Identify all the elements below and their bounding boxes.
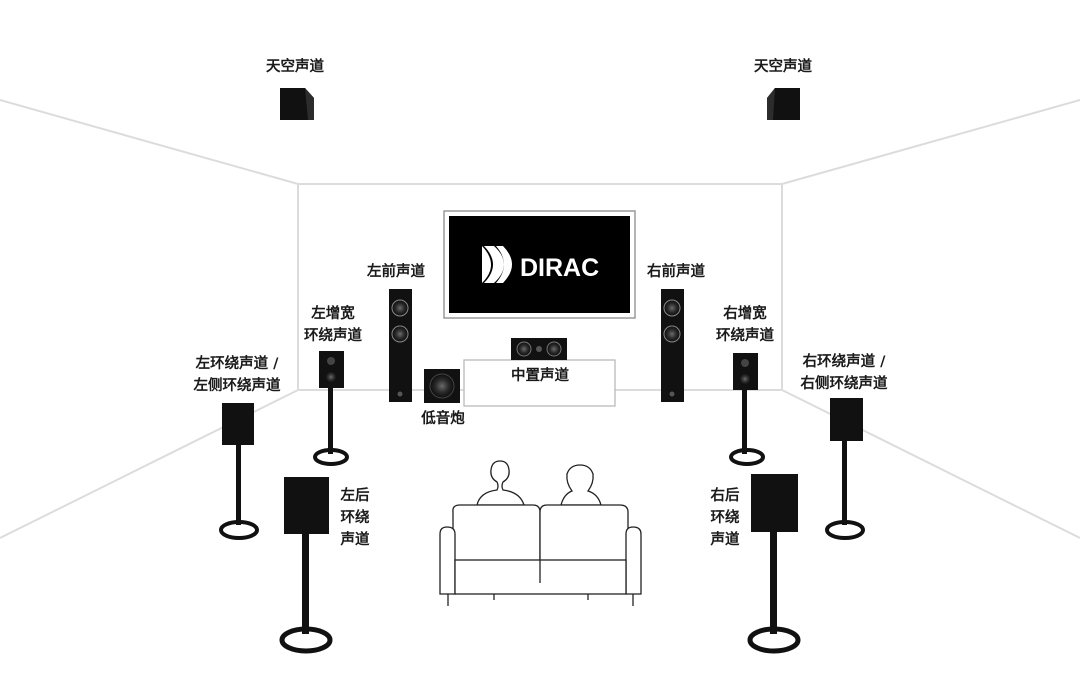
sky-speaker-right: [767, 88, 800, 120]
label-surround-left: 左环绕声道 /左侧环绕声道: [193, 356, 281, 394]
surround-left-speaker: [219, 403, 259, 540]
rear-left-speaker: [279, 477, 333, 654]
label-sky-right: 天空声道: [754, 59, 812, 75]
rear-right-speaker: [747, 474, 801, 654]
label-subwoofer: 低音炮: [421, 411, 465, 427]
label-front-left: 左前声道: [367, 264, 425, 280]
label-wide-left: 左增宽环绕声道: [304, 306, 362, 344]
wide-right-speaker: [729, 353, 765, 466]
label-rear-right: 右后环绕声道: [710, 488, 740, 548]
tv-screen: DIRAC: [443, 210, 636, 319]
front-left-speaker: [389, 289, 412, 402]
label-surround-right: 右环绕声道 /右侧环绕声道: [800, 354, 888, 392]
dirac-logo-icon: [482, 246, 512, 283]
front-right-speaker: [661, 289, 684, 402]
label-center: 中置声道: [511, 368, 569, 384]
wide-left-speaker: [313, 351, 349, 466]
label-wide-right: 右增宽环绕声道: [716, 306, 774, 344]
label-rear-left: 左后环绕声道: [340, 488, 370, 548]
subwoofer: [424, 369, 460, 403]
tv-brand-text: DIRAC: [520, 254, 599, 282]
center-speaker: [511, 338, 567, 360]
sky-speaker-left: [280, 88, 314, 120]
surround-right-speaker: [825, 398, 865, 540]
room-walls: [0, 99, 1080, 539]
label-front-right: 右前声道: [647, 264, 705, 280]
label-sky-left: 天空声道: [266, 59, 324, 75]
sofa-with-viewers: [439, 460, 642, 606]
